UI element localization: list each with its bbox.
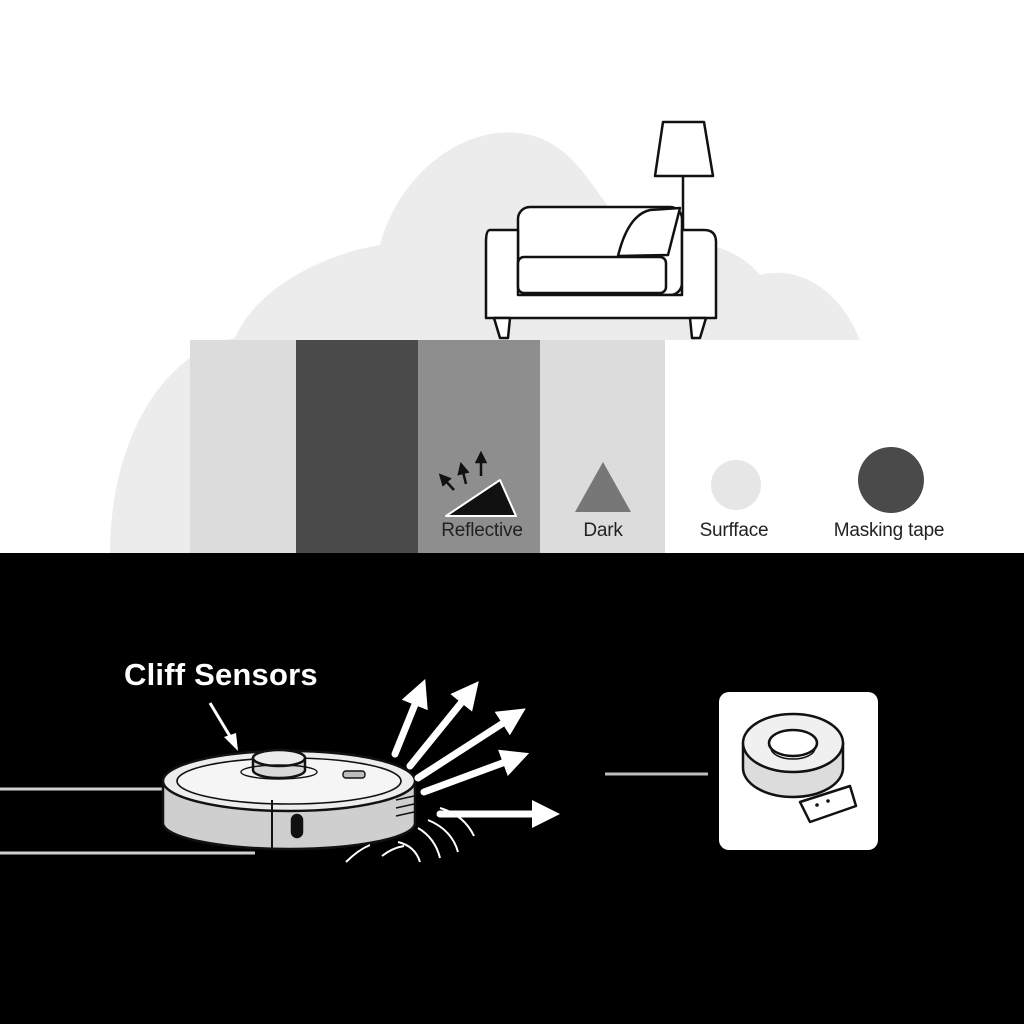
reflective-label: Reflective (441, 520, 523, 541)
masking-tape-roll-icon (741, 712, 858, 824)
reflective-stripe (418, 340, 540, 555)
light-stripe (190, 340, 296, 555)
dark-stripe (296, 340, 418, 555)
surface-circle (711, 460, 761, 510)
surface-stripe (540, 340, 665, 555)
dark-triangle-icon (575, 462, 631, 512)
masking-tape-label: Masking tape (833, 520, 945, 541)
sensor-rays (391, 679, 560, 828)
cliff-sensor-pointer (208, 702, 238, 751)
reflective-ray-icon (438, 450, 517, 517)
robot-vacuum-icon (161, 748, 417, 851)
surface-label: Surfface (699, 520, 769, 541)
dark-label: Dark (583, 520, 623, 541)
cliff-sensors-title: Cliff Sensors (124, 657, 318, 692)
sensor-waves (345, 807, 475, 863)
sofa-icon (484, 205, 718, 340)
masking-tape-circle (858, 447, 924, 513)
